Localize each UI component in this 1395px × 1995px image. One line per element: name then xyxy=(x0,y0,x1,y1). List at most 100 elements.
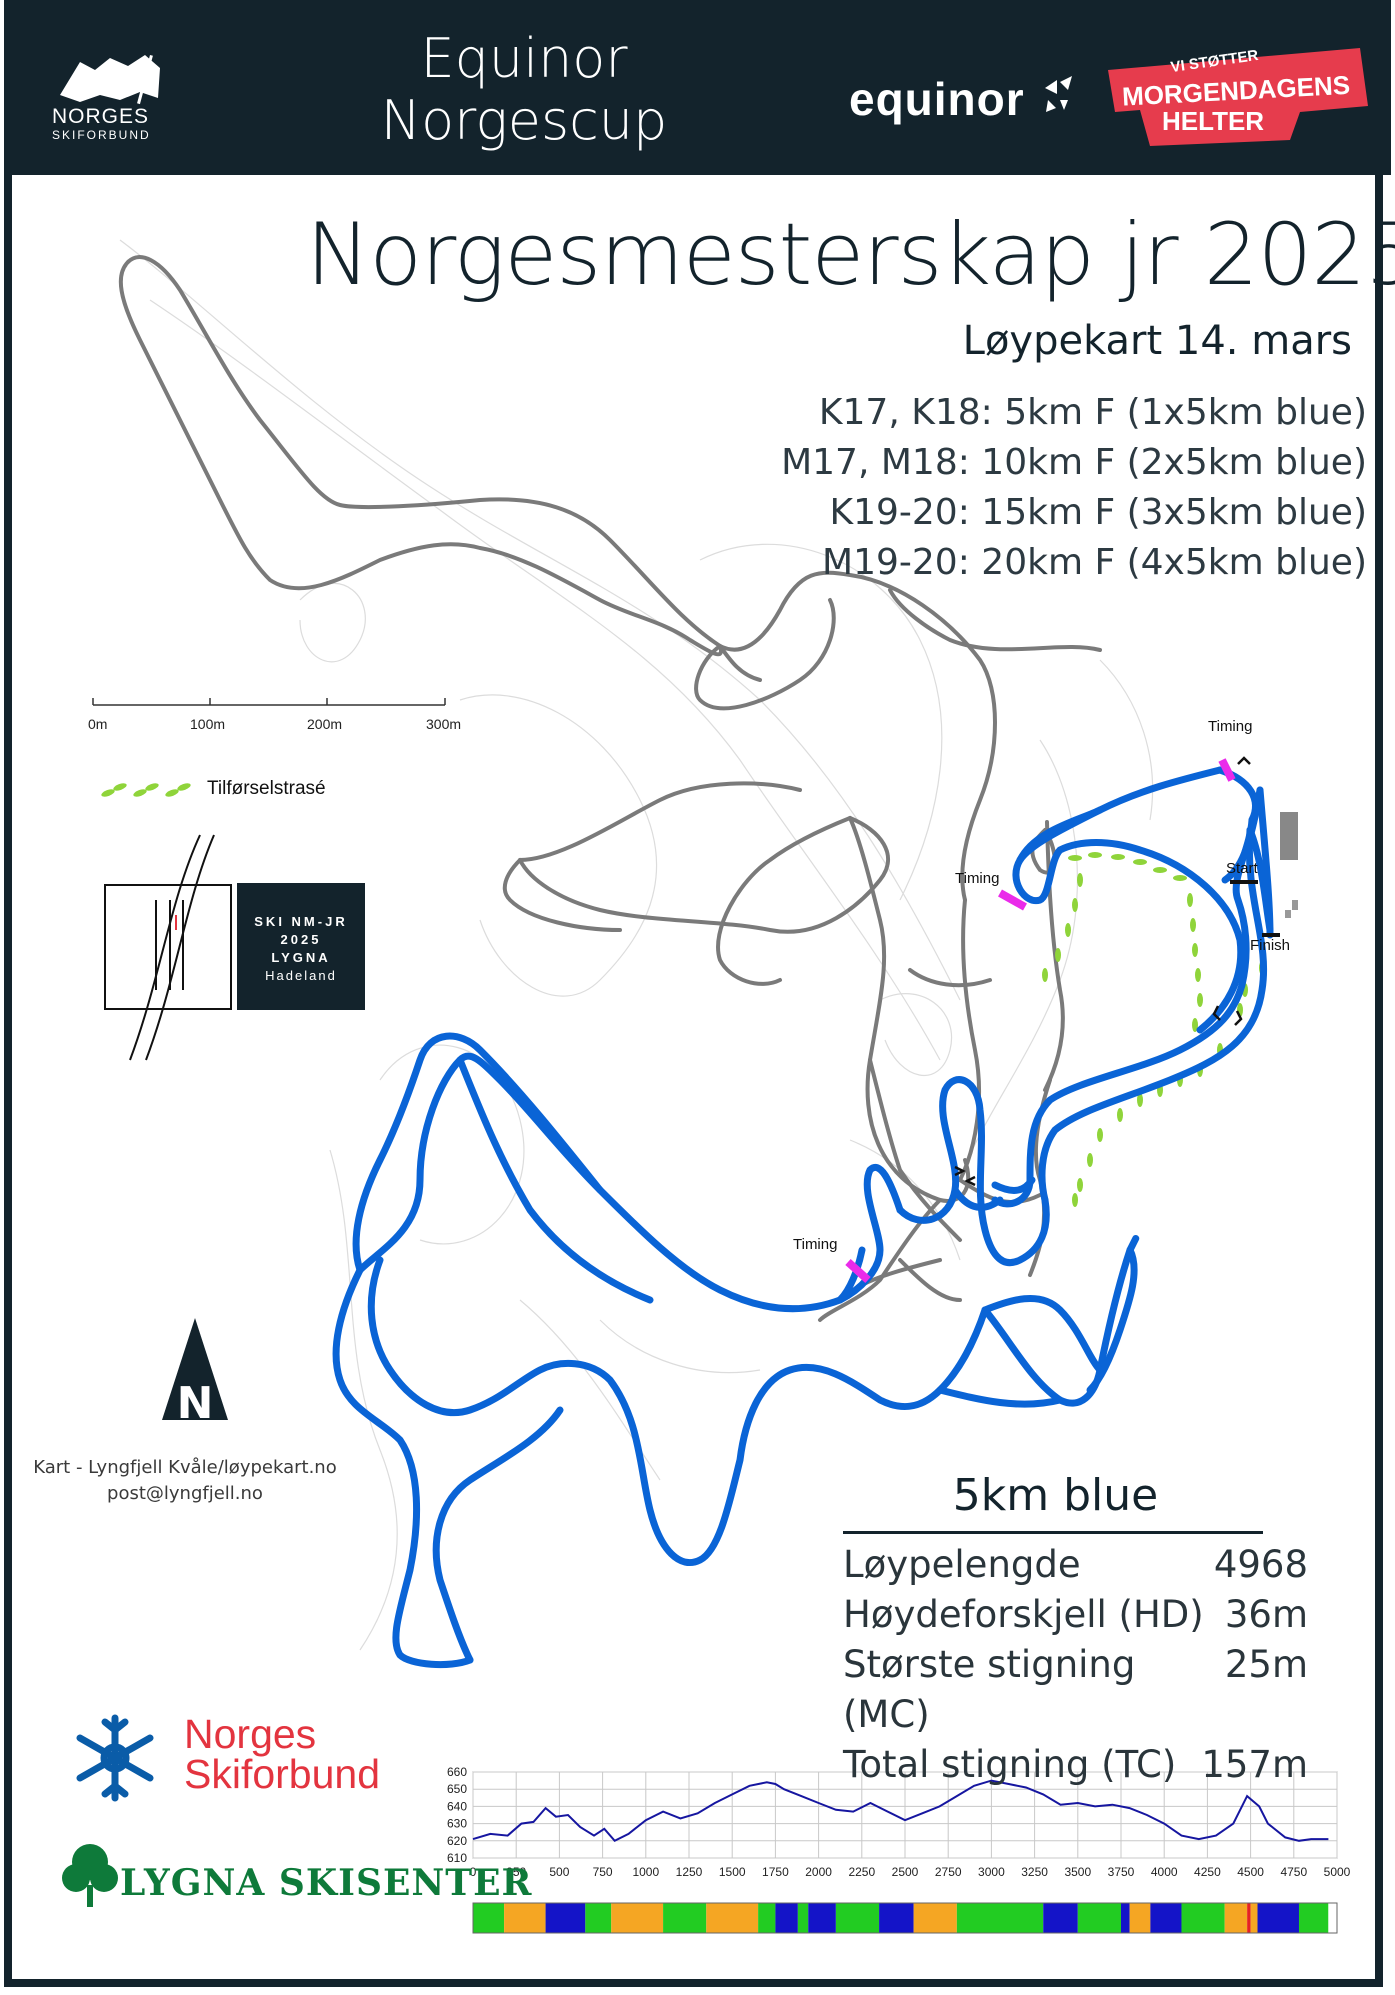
skiforbund-wordmark: Norges Skiforbund xyxy=(184,1711,381,1797)
logo-norges: NORGES xyxy=(52,105,150,128)
x-tick-label: 2750 xyxy=(935,1865,962,1879)
cup-title-line1: Equinor xyxy=(420,27,628,90)
timing-marker-top xyxy=(1218,758,1236,782)
arrow-icon xyxy=(1237,756,1251,765)
surface-segment xyxy=(1077,1903,1121,1933)
x-tick-label: 4750 xyxy=(1280,1865,1307,1879)
map-credit: Kart - Lyngfjell Kvåle/løypekart.no post… xyxy=(30,1455,340,1507)
x-tick-label: 2000 xyxy=(805,1865,832,1879)
nsf-line1: Norges xyxy=(184,1711,317,1757)
stadium-building xyxy=(1280,812,1298,860)
surface-segment xyxy=(1121,1903,1130,1933)
x-tick-label: 2250 xyxy=(848,1865,875,1879)
legend-access-trail-icon xyxy=(101,783,191,797)
scale-label: 300m xyxy=(426,716,462,732)
x-tick-label: 1500 xyxy=(719,1865,746,1879)
arrow-icon xyxy=(954,1165,966,1177)
y-tick-label: 660 xyxy=(447,1765,467,1779)
surface-segment xyxy=(879,1903,914,1933)
norges-skiforbund-logo-text: NORGES SKIFORBUND xyxy=(52,105,151,144)
legend-access-trail-label: Tilførselstrasé xyxy=(207,778,326,799)
nsf-line2: Skiforbund xyxy=(184,1751,381,1797)
credit-email: post@lyngfjell.no xyxy=(107,1483,263,1504)
x-tick-label: 2500 xyxy=(892,1865,919,1879)
y-tick-label: 610 xyxy=(447,1851,467,1865)
direction-arrows xyxy=(954,756,1251,1187)
timing-label-top: Timing xyxy=(1208,718,1253,735)
surface-segment xyxy=(808,1903,836,1933)
y-tick-label: 650 xyxy=(447,1782,467,1796)
stats-value: 36m xyxy=(1224,1593,1308,1636)
skiers-logo-icon xyxy=(60,54,160,105)
arrow-icon xyxy=(1212,1005,1221,1021)
y-tick-label: 620 xyxy=(447,1834,467,1848)
surface-segment xyxy=(797,1903,809,1933)
stats-label: Høydeforskjell (HD) xyxy=(843,1593,1204,1636)
start-label: Start xyxy=(1226,860,1258,877)
x-tick-label: 3000 xyxy=(978,1865,1005,1879)
map-frame xyxy=(4,4,1383,1987)
north-arrow-icon: N xyxy=(162,1318,228,1429)
x-tick-label: 4250 xyxy=(1194,1865,1221,1879)
timing-label-left: Timing xyxy=(955,870,1000,887)
arrow-icon xyxy=(964,1175,976,1187)
surface-segment xyxy=(956,1903,1044,1933)
class-line: K19-20: 15km F (3x5km blue) xyxy=(829,492,1368,533)
credit-line1: Kart - Lyngfjell Kvåle/løypekart.no xyxy=(33,1457,337,1478)
surface-segment xyxy=(585,1903,612,1933)
stats-label: Største stigning (MC) xyxy=(843,1643,1136,1736)
lygna-skisenter-wordmark: LYGNA SKISENTER xyxy=(120,1862,533,1904)
start-line xyxy=(1230,880,1258,884)
scale-bar xyxy=(92,698,446,706)
surface-segment xyxy=(835,1903,880,1933)
surface-bar-border xyxy=(472,1902,1338,1934)
surface-segment xyxy=(1247,1903,1251,1933)
timing-marker-bottom xyxy=(845,1259,871,1283)
surface-segment xyxy=(1224,1903,1248,1933)
surface-segment xyxy=(1257,1903,1299,1933)
surface-segment xyxy=(913,1903,957,1933)
class-line: K17, K18: 5km F (1x5km blue) xyxy=(818,392,1367,433)
event-logo-line1: SKI NM-JR xyxy=(254,914,348,929)
surface-segment xyxy=(663,1903,707,1933)
stats-value: 25m xyxy=(1224,1643,1308,1686)
timing-markers xyxy=(845,758,1236,1283)
stats-title: 5km blue xyxy=(952,1470,1159,1521)
main-title: Norgesmesterskap jr 2025 xyxy=(306,205,1395,305)
cup-title: Equinor Norgescup xyxy=(344,28,704,152)
other-trails xyxy=(118,255,1102,1322)
access-trail xyxy=(101,783,1265,1207)
surface-segment xyxy=(611,1903,664,1933)
class-line: M19-20: 20km F (4x5km blue) xyxy=(822,542,1367,583)
scale-label: 200m xyxy=(307,716,343,732)
scale-label: 0m xyxy=(88,716,108,732)
subtitle: Løypekart 14. mars xyxy=(962,318,1352,364)
class-line: M17, M18: 10km F (2x5km blue) xyxy=(781,442,1367,483)
stats-value: 157m xyxy=(1201,1743,1308,1786)
skiforbund-snowflake-icon xyxy=(76,1714,154,1802)
blue-course xyxy=(332,766,1274,1668)
x-tick-label: 5000 xyxy=(1324,1865,1351,1879)
class-list: K17, K18: 5km F (1x5km blue) M17, M18: 1… xyxy=(781,388,1367,588)
y-tick-label: 640 xyxy=(447,1799,467,1813)
stadium-inset xyxy=(104,834,232,1061)
x-tick-label: 500 xyxy=(549,1865,569,1879)
x-tick-label: 1250 xyxy=(676,1865,703,1879)
surface-segment xyxy=(1250,1903,1258,1933)
arrow-icon xyxy=(1234,1010,1243,1026)
surface-segment xyxy=(1150,1903,1182,1933)
x-tick-label: 750 xyxy=(593,1865,613,1879)
scale-label: 100m xyxy=(190,716,226,732)
surface-segment xyxy=(1129,1903,1151,1933)
surface-segment xyxy=(1298,1903,1329,1933)
stats-row: Høydeforskjell (HD) 36m xyxy=(843,1590,1308,1640)
start-finish-markers xyxy=(1230,812,1298,937)
stats-divider xyxy=(843,1531,1263,1534)
x-tick-label: 3250 xyxy=(1021,1865,1048,1879)
event-logo-line2: 2025 xyxy=(280,932,322,947)
surface-segment xyxy=(473,1903,505,1933)
event-logo-line3: LYGNA xyxy=(271,950,331,965)
morgendagens-helter-badge: VI STØTTER MORGENDAGENS HELTER xyxy=(1108,47,1368,146)
